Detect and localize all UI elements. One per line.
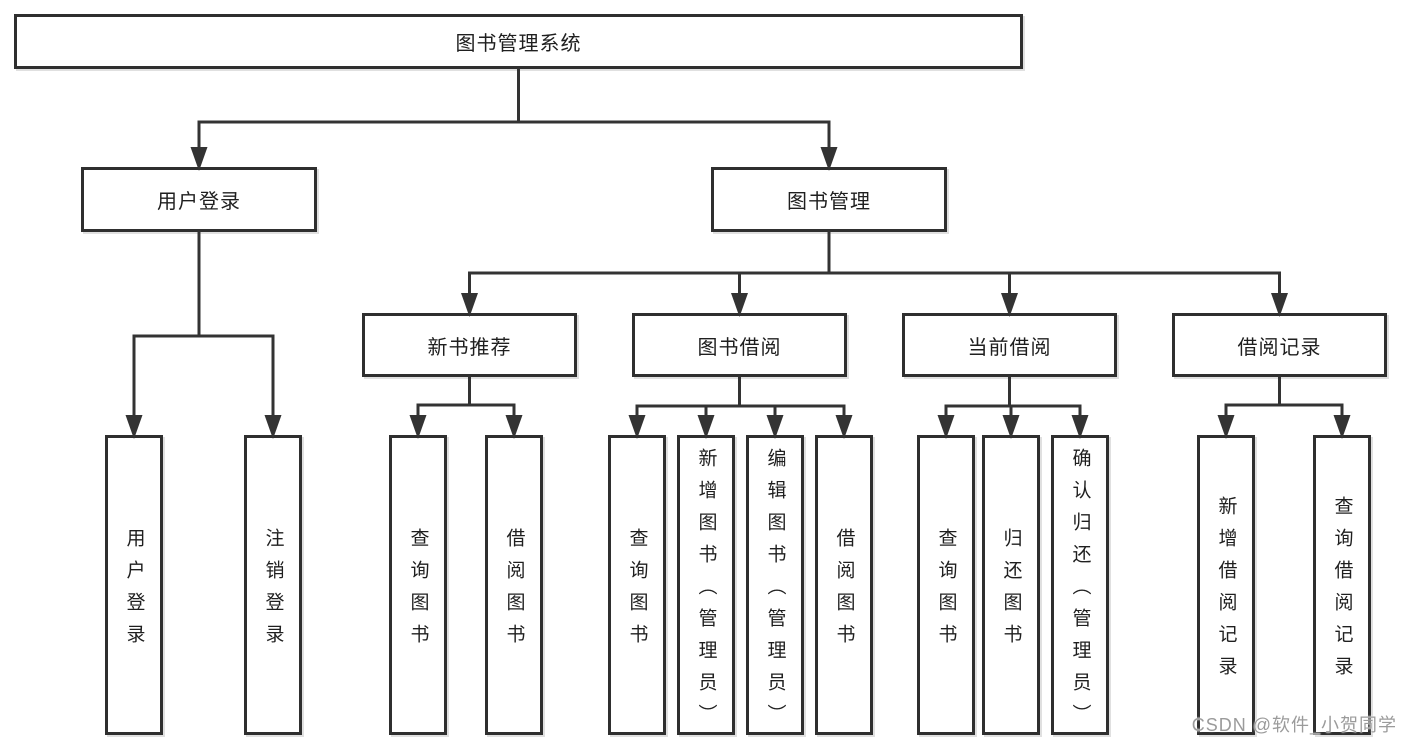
node-borrow-borrow-books: 借阅图书 — [815, 435, 873, 735]
branch-user-login — [125, 230, 282, 439]
node-label-records-add-record: 新增借阅记录 — [1215, 495, 1237, 688]
node-label-borrow-edit-books: 编辑图书（管理员） — [764, 447, 786, 736]
branch-current-borrow — [937, 375, 1089, 439]
node-logout: 注销登录 — [244, 435, 302, 735]
node-current-confirm-return: 确认归还（管理员） — [1051, 435, 1109, 736]
node-book-borrow: 图书借阅 — [632, 313, 847, 377]
node-label-borrow-records: 借阅记录 — [1237, 336, 1322, 359]
branch-book-borrow — [628, 375, 853, 439]
node-label-user-login: 用户登录 — [157, 191, 241, 213]
node-borrow-add-books: 新增图书（管理员） — [677, 435, 735, 736]
node-label-recommend-query-books: 查询图书 — [407, 527, 429, 656]
node-current-return-books: 归还图书 — [982, 435, 1040, 735]
node-root: 图书管理系统 — [14, 14, 1023, 69]
node-label-current-return-books: 归还图书 — [1000, 527, 1022, 656]
node-borrow-query-books: 查询图书 — [608, 435, 666, 735]
node-label-borrow-add-books: 新增图书（管理员） — [695, 447, 717, 736]
branch-book-management — [461, 230, 1288, 317]
node-records-add-record: 新增借阅记录 — [1197, 435, 1255, 735]
node-label-recommend-borrow-books: 借阅图书 — [503, 527, 525, 656]
node-current-query-books: 查询图书 — [917, 435, 975, 735]
node-records-query-record: 查询借阅记录 — [1313, 435, 1371, 735]
node-label-book-borrow: 图书借阅 — [697, 336, 782, 359]
node-label-root: 图书管理系统 — [455, 33, 582, 55]
watermark: CSDN @软件_小贺同学 — [1191, 715, 1397, 735]
node-label-new-book-recommend: 新书推荐 — [427, 336, 512, 359]
node-label-records-query-record: 查询借阅记录 — [1331, 495, 1353, 688]
node-label-current-borrow: 当前借阅 — [967, 336, 1052, 359]
node-borrow-edit-books: 编辑图书（管理员） — [746, 435, 804, 736]
node-recommend-borrow-books: 借阅图书 — [485, 435, 543, 735]
node-current-borrow: 当前借阅 — [902, 313, 1117, 377]
node-label-borrow-query-books: 查询图书 — [626, 527, 648, 656]
node-login: 用户登录 — [105, 435, 163, 735]
node-user-login: 用户登录 — [81, 167, 317, 232]
branch-root — [190, 67, 838, 171]
node-recommend-query-books: 查询图书 — [389, 435, 447, 735]
branch-borrow-records — [1217, 375, 1351, 439]
node-label-current-confirm-return: 确认归还（管理员） — [1069, 447, 1091, 736]
node-label-logout: 注销登录 — [262, 527, 284, 656]
node-label-current-query-books: 查询图书 — [935, 527, 957, 656]
node-label-book-management: 图书管理 — [787, 191, 871, 213]
branch-new-book-recommend — [409, 375, 523, 439]
node-book-management: 图书管理 — [711, 167, 947, 232]
node-new-book-recommend: 新书推荐 — [362, 313, 577, 377]
node-borrow-records: 借阅记录 — [1172, 313, 1387, 377]
node-label-login: 用户登录 — [123, 527, 145, 656]
node-label-borrow-borrow-books: 借阅图书 — [833, 527, 855, 656]
